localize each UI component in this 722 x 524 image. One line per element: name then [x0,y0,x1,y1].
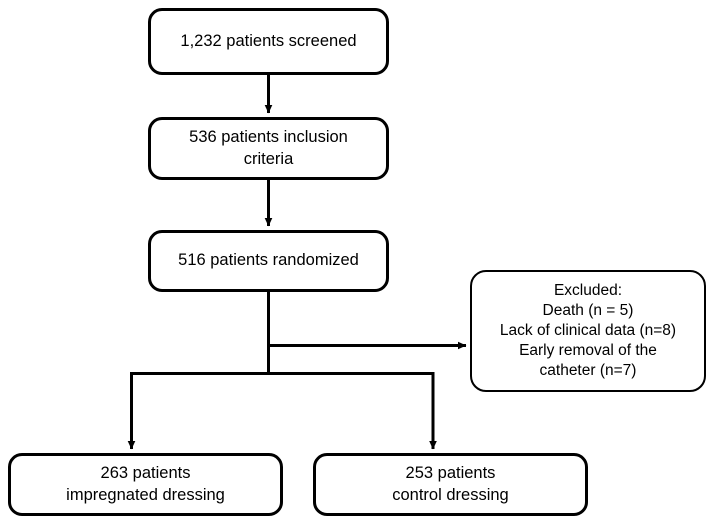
control-dressing-box: 253 patients control dressing [313,453,588,516]
screened-label: 1,232 patients screened [180,31,357,50]
excluded-label: Excluded: Death (n = 5) Lack of clinical… [499,281,677,380]
impregnated-dressing-box: 263 patients impregnated dressing [8,453,283,516]
inclusion-criteria-box: 536 patients inclusion criteria [148,117,389,180]
excluded-box: Excluded: Death (n = 5) Lack of clinical… [470,270,706,392]
inclusion-criteria-label: 536 patients inclusion criteria [189,128,348,168]
control-dressing-label: 253 patients control dressing [392,464,509,504]
impregnated-dressing-label: 263 patients impregnated dressing [66,464,225,504]
randomized-box: 516 patients randomized [148,230,389,292]
screened-box: 1,232 patients screened [148,8,389,75]
randomized-label: 516 patients randomized [178,251,359,270]
